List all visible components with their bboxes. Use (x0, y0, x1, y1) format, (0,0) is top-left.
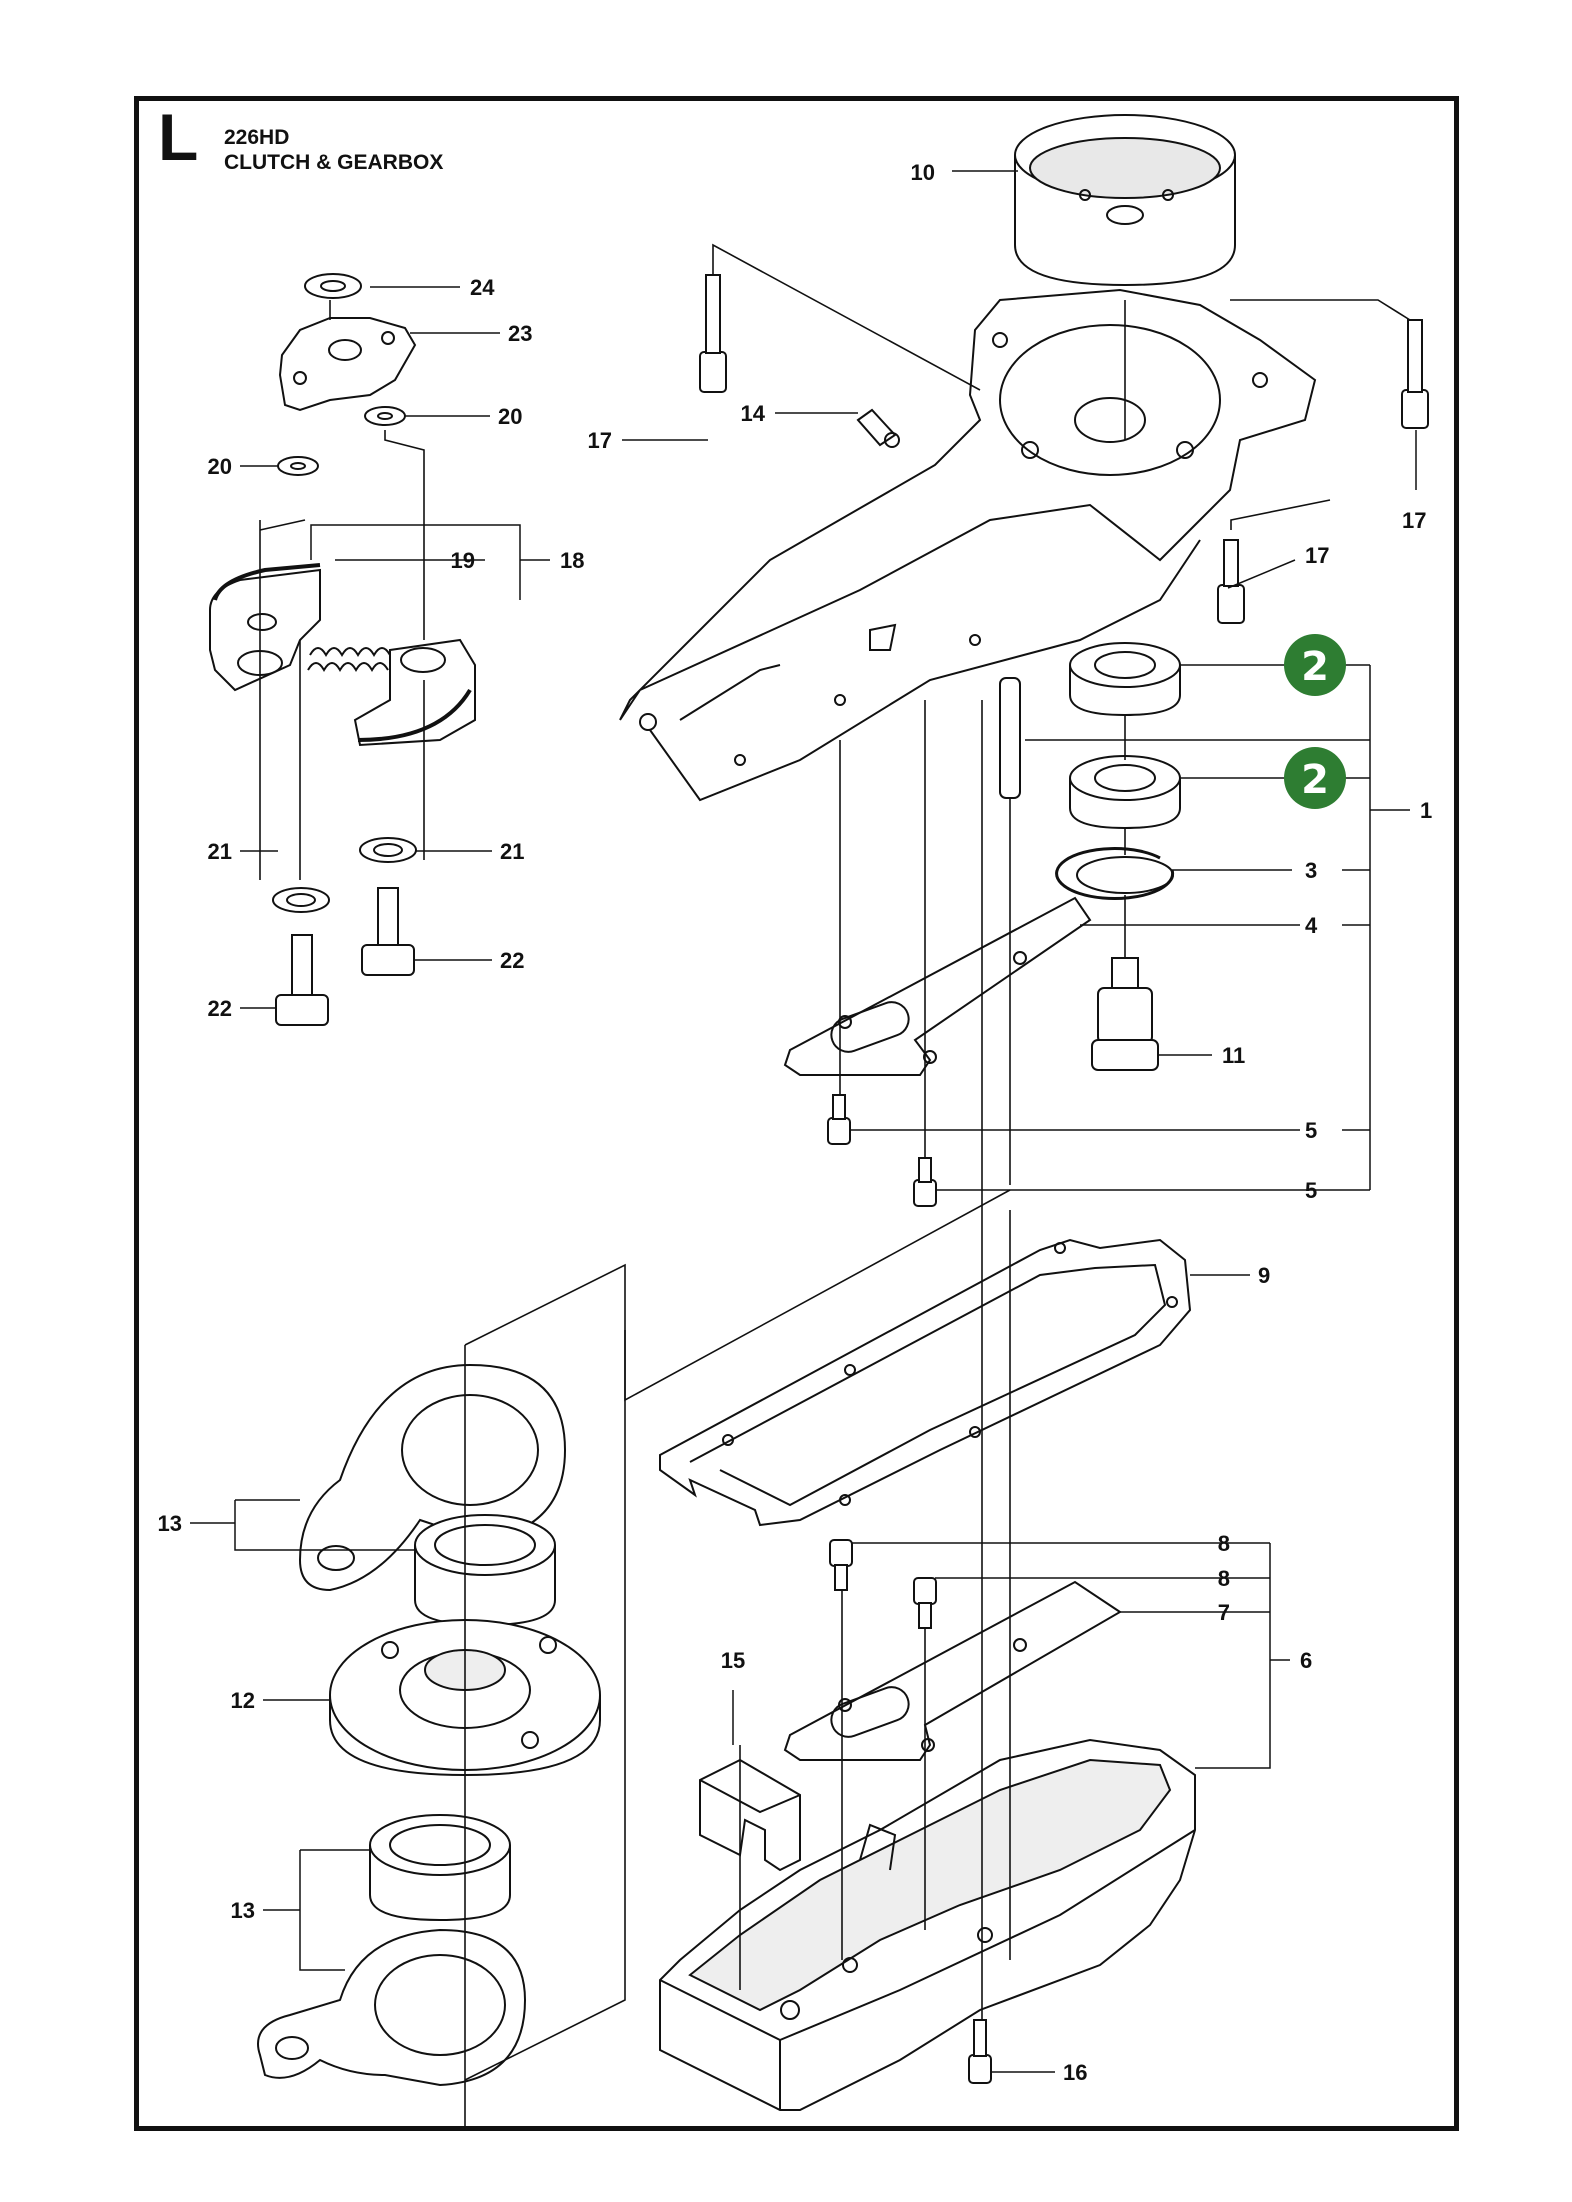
part-guide-pin (999, 677, 1021, 799)
callout-22-left: 22 (208, 996, 232, 1021)
part-output-shaft (1091, 957, 1159, 1071)
part-screw-5a (827, 1094, 851, 1145)
callout-17-middle: 17 (1305, 543, 1329, 568)
callout-17-right: 17 (1402, 508, 1426, 533)
part-washer-21b (272, 887, 330, 913)
callout-11: 11 (1222, 1043, 1245, 1068)
part-clutch-plate-23 (278, 317, 417, 412)
part-bearing-lower (1069, 755, 1181, 830)
part-gearbox-cover (659, 1738, 1196, 2111)
callout-21-right: 21 (500, 839, 524, 864)
part-bearing-13-upper (414, 1514, 556, 1627)
part-screw-16 (968, 2019, 992, 2084)
part-grease-nipple (856, 408, 900, 448)
callout-23: 23 (508, 321, 532, 346)
highlight-badge-lower: 2 (1284, 747, 1346, 809)
part-screw-8b (913, 1577, 937, 1629)
part-screw-17a (699, 274, 727, 393)
part-washer-21a (359, 837, 417, 863)
part-plate-upper (783, 896, 1092, 1076)
diagram-title: CLUTCH & GEARBOX (224, 151, 444, 174)
callout-9: 9 (1258, 1263, 1270, 1288)
part-screw-17b (1217, 539, 1245, 624)
part-clutch-shoe-right (353, 638, 476, 747)
part-gasket (659, 1238, 1192, 1527)
diagram-frame (134, 96, 1459, 2131)
part-screw-8a (829, 1539, 853, 1591)
callout-1: 1 (1420, 798, 1432, 823)
callout-22-right: 22 (500, 948, 524, 973)
callout-8-upper: 8 (1218, 1531, 1230, 1556)
part-gear-housing (619, 288, 1317, 802)
callout-3: 3 (1305, 858, 1317, 883)
part-screw-5b (913, 1157, 937, 1207)
part-bearing-upper (1069, 642, 1181, 717)
model-name: 226HD (224, 126, 290, 149)
part-screw-17c (1401, 319, 1429, 429)
callout-20-right: 20 (498, 404, 522, 429)
section-letter: L (158, 100, 199, 174)
callout-6: 6 (1300, 1648, 1312, 1673)
callout-labels: 10 24 23 20 20 17 14 17 17 19 18 2 2 1 3… (158, 160, 1433, 2085)
reference-lines (259, 243, 1411, 2130)
callout-4: 4 (1305, 913, 1318, 938)
part-shoulder-bolt-22b (275, 934, 329, 1026)
callout-2-upper: 2 (1301, 644, 1329, 690)
part-clutch-drum (1014, 114, 1236, 287)
callout-12: 12 (231, 1688, 255, 1713)
callout-7: 7 (1218, 1600, 1230, 1625)
part-circlip (1055, 847, 1175, 901)
part-clutch-shoe-left (209, 563, 321, 692)
callout-5-upper: 5 (1305, 1118, 1317, 1143)
part-shoulder-bolt-22a (361, 887, 415, 976)
callout-24: 24 (470, 275, 495, 300)
callout-14: 14 (741, 401, 766, 426)
part-bracket-13-lower (257, 1928, 527, 2087)
part-bearing-13-lower (369, 1814, 511, 1922)
callout-13-lower: 13 (231, 1898, 255, 1923)
callout-20-left: 20 (208, 454, 232, 479)
callout-8-lower: 8 (1218, 1566, 1230, 1591)
callout-2-lower: 2 (1301, 757, 1329, 803)
callout-10: 10 (911, 160, 935, 185)
callout-17-left: 17 (588, 428, 612, 453)
callout-5-lower: 5 (1305, 1178, 1317, 1203)
callout-15: 15 (721, 1648, 745, 1673)
part-plate-lower (783, 1580, 1122, 1761)
callout-21-left: 21 (208, 839, 232, 864)
part-spacer-block (699, 1758, 801, 1872)
part-washer-20a (364, 406, 406, 426)
part-clutch-spring (307, 647, 391, 673)
callout-13-upper: 13 (158, 1511, 182, 1536)
callout-18: 18 (560, 548, 584, 573)
leader-lines (190, 170, 1417, 2073)
callout-16: 16 (1063, 2060, 1087, 2085)
part-washer-24 (304, 273, 362, 299)
highlight-badge-upper: 2 (1284, 634, 1346, 696)
callout-19: 19 (451, 548, 475, 573)
part-washer-20b (277, 456, 319, 476)
